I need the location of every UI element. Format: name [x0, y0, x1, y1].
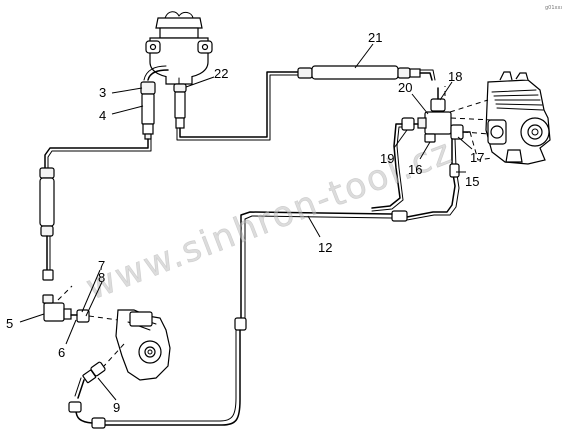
callout-19: 19 — [380, 151, 394, 166]
callouts: 3 4 21 22 18 20 19 16 17 15 12 7 8 5 6 9 — [6, 30, 484, 415]
callout-5: 5 — [6, 316, 13, 331]
hose-21 — [297, 65, 436, 81]
hose-12 — [75, 138, 460, 429]
callout-12: 12 — [318, 240, 332, 255]
reservoir — [145, 11, 213, 87]
callout-6: 6 — [58, 345, 65, 360]
callout-22: 22 — [214, 66, 228, 81]
callout-8: 8 — [98, 270, 105, 285]
callout-7: 7 — [98, 258, 105, 273]
hose-left-upper — [140, 65, 169, 140]
steering-gear — [485, 71, 551, 165]
hose-19-line — [371, 123, 404, 212]
callout-15: 15 — [465, 174, 479, 189]
callout-16: 16 — [408, 162, 422, 177]
valve-tee-assembly — [401, 86, 493, 161]
callout-17: 17 — [470, 150, 484, 165]
callout-18: 18 — [448, 69, 462, 84]
hose-left-vertical — [39, 138, 152, 281]
hose-right-upper — [173, 71, 301, 141]
callout-9: 9 — [113, 400, 120, 415]
corner-code: g01xxxx — [545, 5, 562, 11]
pump-assembly — [42, 285, 171, 413]
callout-20: 20 — [398, 80, 412, 95]
callout-3: 3 — [99, 85, 106, 100]
callout-21: 21 — [368, 30, 382, 45]
callout-4: 4 — [99, 108, 106, 123]
leader-lines — [19, 43, 473, 401]
